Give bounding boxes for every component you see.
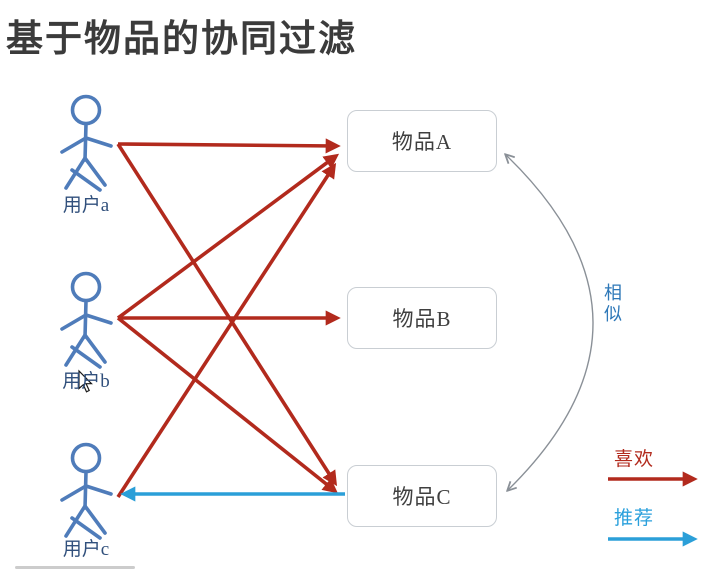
edge-like-usera-itemC [116,143,338,487]
user-b-torso [83,299,88,339]
legend-recommend-label: 推荐 [614,508,655,529]
edge-similar-itemA-itemC [506,155,594,490]
similar-label: 相似 [602,283,622,325]
user-c-arms [60,484,113,502]
user-b-label: 用户b [62,371,110,392]
edge-like-userc-itemA [116,162,337,498]
item-C-label: 物品C [392,485,452,509]
item-node-C: 物品C [347,465,497,527]
user-b-arms [60,313,113,331]
bottom-edge-artifact [15,566,135,569]
user-a-label: 用户a [62,195,110,216]
page-title: 基于物品的协同过滤 [6,18,357,59]
user-a-legs [64,154,107,190]
item-A-label: 物品A [391,130,453,154]
user-b-leg-stride [70,345,102,369]
user-c-leg-stride [70,516,102,540]
user-c-figure [60,442,113,540]
user-a-arms [60,136,113,154]
user-c-torso [83,470,88,510]
user-a-figure [60,94,113,192]
user-b-figure [60,271,113,369]
user-a-torso [83,122,88,162]
user-a-leg-stride [70,168,102,192]
like-edges [116,138,341,498]
user-b-legs [64,331,107,367]
user-a-head [70,94,102,126]
user-b-head [70,271,102,303]
user-c-legs [64,502,107,538]
user-c-head [70,442,102,474]
mouse-cursor-icon [78,369,93,393]
user-c-label: 用户c [62,539,110,560]
legend-like-label: 喜欢 [614,449,655,470]
item-node-A: 物品A [347,110,497,172]
edge-like-usera-itemA [117,138,341,154]
edge-like-userb-itemC [116,316,338,494]
edge-like-userb-itemA [116,153,340,320]
item-B-label: 物品B [392,307,452,331]
item-node-B: 物品B [347,287,497,349]
